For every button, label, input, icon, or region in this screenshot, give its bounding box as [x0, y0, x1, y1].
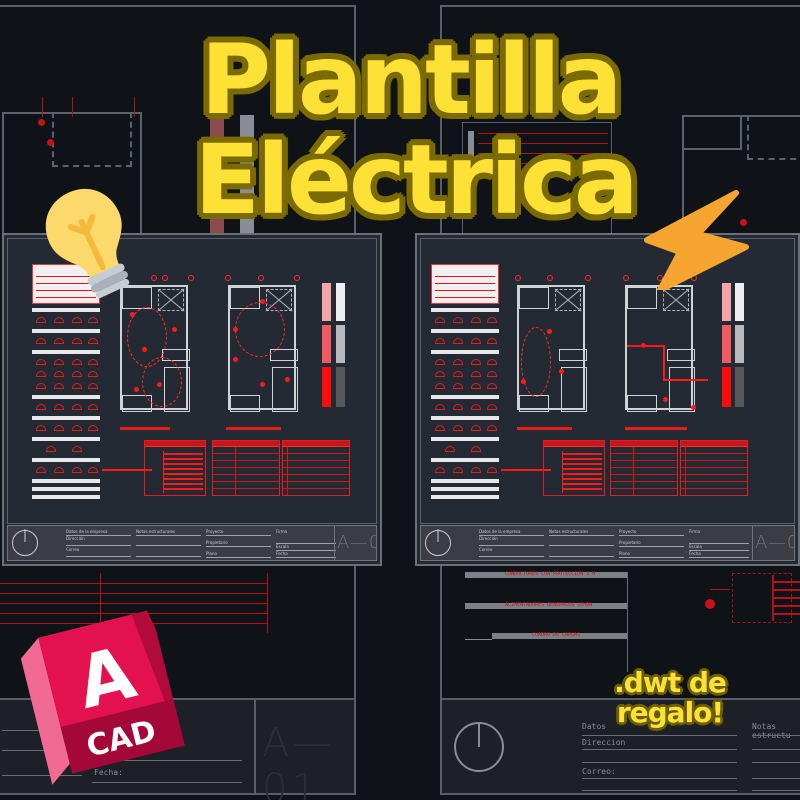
- plan-caption: [517, 427, 572, 430]
- panel-schedule-diagram: [543, 440, 605, 496]
- direccion-label: Direccion: [582, 738, 626, 747]
- load-table: [610, 440, 678, 496]
- background-table-line: [100, 573, 101, 633]
- floor-plan-1: [517, 285, 587, 412]
- background-table-line: [0, 613, 267, 614]
- autocad-logo-icon: A CAD: [20, 610, 185, 785]
- color-swatch: [722, 367, 731, 407]
- circuit-table: [680, 440, 748, 496]
- fecha-label: Fecha:: [94, 768, 123, 777]
- drawing-frame: [420, 238, 795, 524]
- background-wire: [42, 97, 43, 117]
- plan-caption: [625, 427, 687, 430]
- symbol-legend: [431, 264, 499, 502]
- color-swatch: [336, 325, 345, 363]
- background-table-line: [0, 593, 267, 594]
- circuit-table: [282, 440, 350, 496]
- load-table: [212, 440, 280, 496]
- background-wire: [72, 97, 73, 117]
- template-preview-left[interactable]: Datos de la empresa Dirección Correo Not…: [2, 233, 382, 566]
- light-bulb-icon: [45, 189, 130, 299]
- sheet-number: A—01: [262, 720, 337, 800]
- color-swatch: [722, 325, 731, 363]
- background-outlet: [705, 599, 715, 609]
- sheet-number: A—01: [752, 526, 794, 560]
- background-room: [682, 115, 742, 150]
- correo-label: Correo:: [582, 767, 616, 776]
- plan-caption: [120, 427, 170, 430]
- background-table-line: [0, 583, 267, 584]
- background-table-line: [267, 573, 268, 633]
- background-sheet-right: CONDUCTORES CON PROTECCION 3 H ALIMENTAD…: [440, 5, 800, 795]
- symbol-legend: [32, 264, 100, 502]
- plan-caption: [226, 427, 281, 430]
- panel-schedule-diagram: [144, 440, 206, 496]
- lightning-bolt-icon: [644, 190, 749, 290]
- color-swatch: [322, 283, 331, 321]
- color-swatch: [735, 325, 744, 363]
- background-outlet: [47, 139, 54, 146]
- background-legend-swatch-red: [210, 115, 224, 240]
- sheet-number: A—01: [334, 526, 376, 560]
- north-arrow-icon: [425, 530, 451, 556]
- title-block: Datos de la empresa Dirección Correo Not…: [7, 525, 377, 561]
- schedule-header: ALIMENTADORES GENERALES LEHON: [465, 602, 627, 609]
- color-swatch: [336, 283, 345, 321]
- gift-badge: .dwt de regalo!: [590, 668, 750, 728]
- background-outlet: [38, 119, 45, 126]
- headline-line-1: Plantilla: [200, 24, 623, 136]
- color-swatch: [336, 367, 345, 407]
- background-wire: [134, 97, 135, 117]
- color-swatch: [722, 283, 731, 321]
- color-swatch: [735, 367, 744, 407]
- north-arrow-icon: [454, 722, 504, 772]
- gift-badge-line-2: regalo!: [616, 696, 724, 729]
- color-swatch: [322, 325, 331, 363]
- notas-label: Notas estructu: [752, 722, 791, 740]
- headline-line-2: Eléctrica: [194, 124, 638, 236]
- color-swatch: [735, 283, 744, 321]
- color-swatch: [322, 367, 331, 407]
- floor-plan-2: [625, 285, 708, 412]
- background-title-block: Datos Direccion Correo: Notas estructu: [442, 698, 800, 793]
- background-table-line: [0, 603, 267, 604]
- floor-plan-2: [228, 285, 298, 412]
- gift-badge-line-1: .dwt de: [614, 666, 727, 699]
- north-arrow-icon: [12, 530, 38, 556]
- sheet-number-box: A—01: [254, 700, 354, 800]
- title-block: Datos de la empresa Dirección Correo Not…: [420, 525, 795, 561]
- background-room: [747, 115, 800, 160]
- floor-plan-1: [120, 285, 190, 412]
- background-legend-swatch-gray: [240, 115, 254, 240]
- datos-label: Datos: [582, 722, 607, 731]
- background-outlet: [740, 219, 747, 226]
- schedule-header: CONDUCTORES CON PROTECCION 3 H: [465, 571, 627, 578]
- template-preview-right[interactable]: Datos de la empresa Dirección Correo Not…: [415, 233, 800, 566]
- drawing-frame: [7, 238, 377, 524]
- schedule-header: CUADRO DE CARGAS: [492, 632, 627, 639]
